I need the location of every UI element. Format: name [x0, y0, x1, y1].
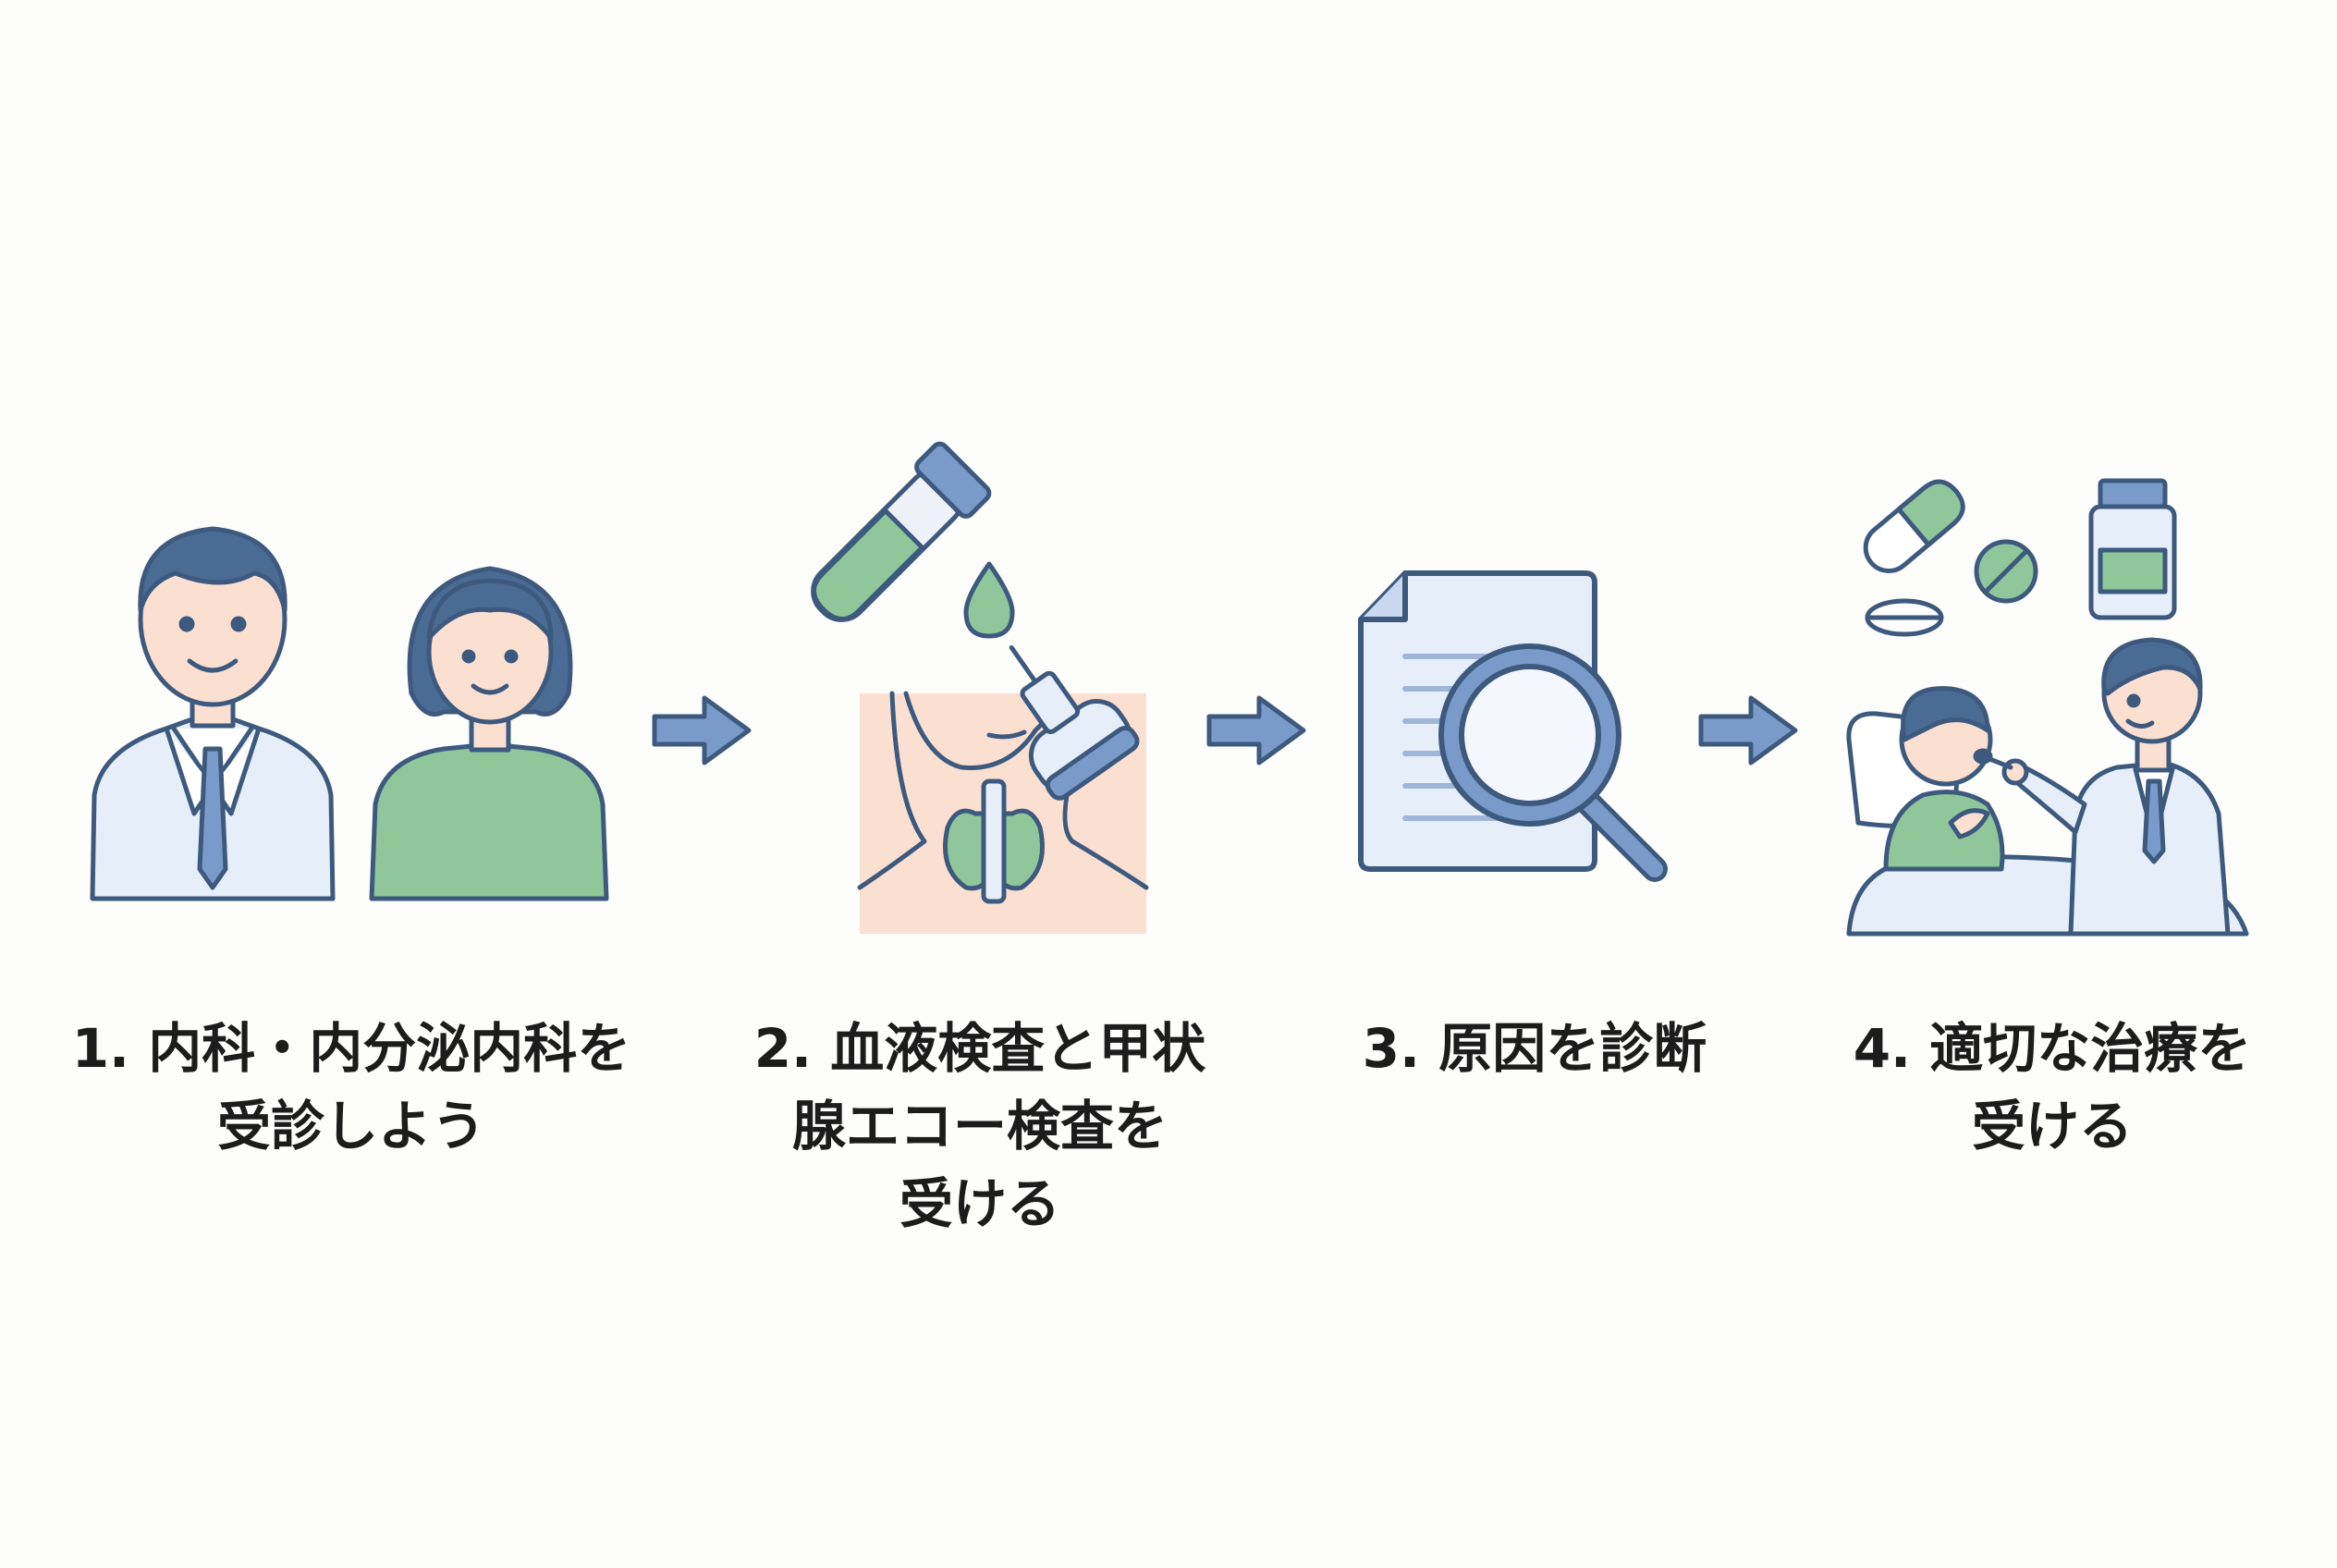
step-2-label: 2. 血液検査と甲状 腺エコー検査を 受ける — [753, 1017, 1206, 1235]
step-3-label: 3. 原因を診断 — [1362, 1017, 1707, 1080]
step-1-label: 1. 内科・内分泌内科を 受診しよう — [71, 1017, 631, 1158]
arrow-right-icon — [1698, 695, 1798, 766]
doctor-and-patient-icon — [90, 526, 609, 901]
document-magnifier-icon — [1358, 570, 1668, 882]
blood-test-ultrasound-icon — [811, 441, 1149, 934]
arrow-right-icon — [1206, 695, 1306, 766]
step-4-label: 4. 適切な治療を 受ける — [1853, 1017, 2252, 1158]
arrow-right-icon — [652, 695, 752, 766]
treatment-icon — [1846, 478, 2249, 937]
